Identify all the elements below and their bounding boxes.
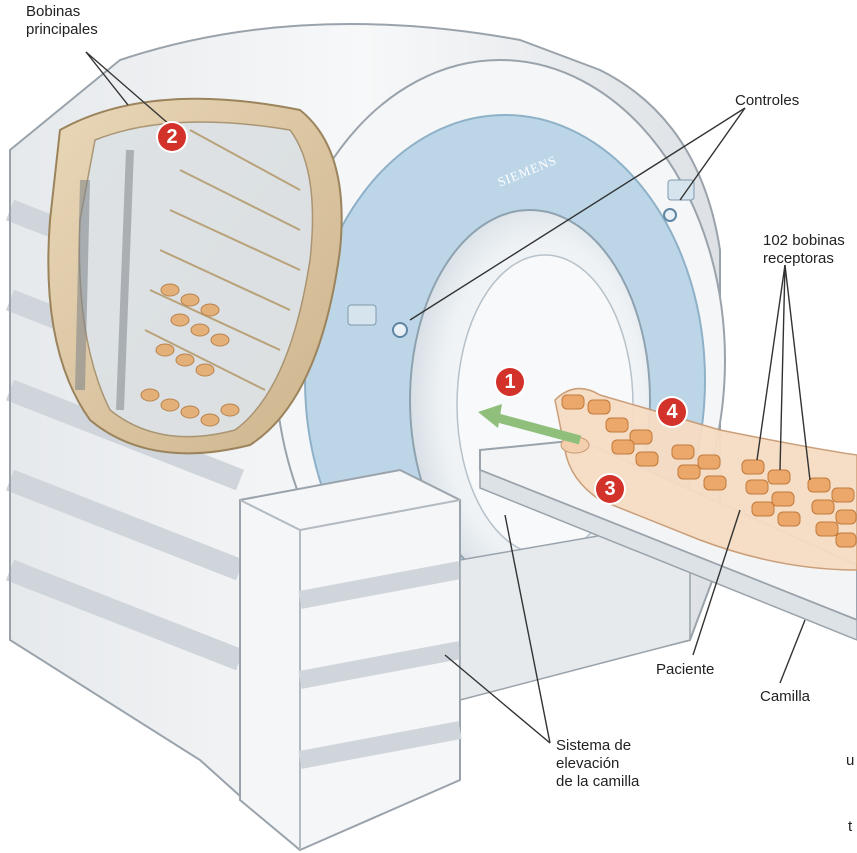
label-main-coils: Bobinas principales	[26, 3, 98, 39]
marker-3: 3	[596, 475, 624, 503]
label-controls: Controles	[735, 92, 799, 110]
marker-2: 2	[158, 123, 186, 151]
clipped-text-1: u	[846, 752, 854, 770]
label-patient: Paciente	[656, 661, 714, 679]
marker-1: 1	[496, 368, 524, 396]
marker-4: 4	[658, 398, 686, 426]
clipped-text-2: t	[848, 818, 852, 836]
label-receiver-coils: 102 bobinas receptoras	[763, 232, 845, 268]
label-lift-system: Sistema de elevación de la camilla	[556, 737, 639, 791]
label-stretcher: Camilla	[760, 688, 810, 706]
